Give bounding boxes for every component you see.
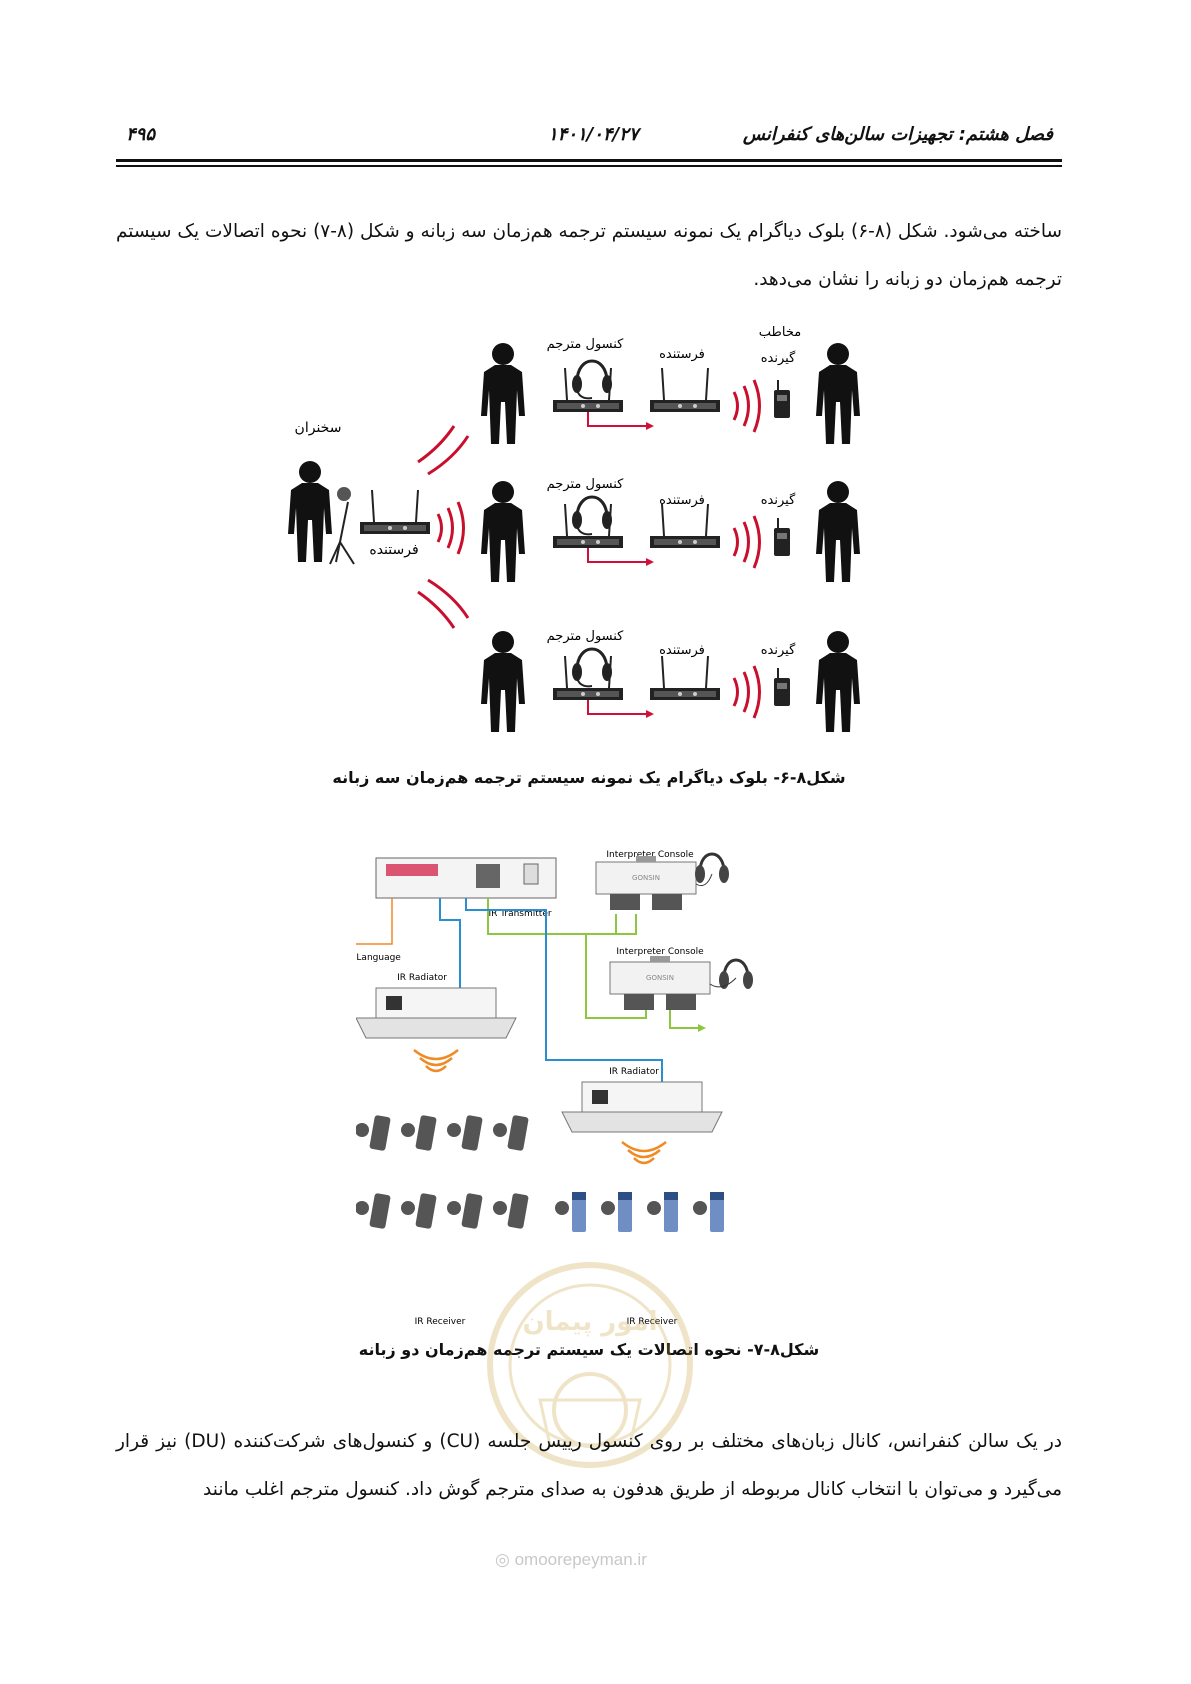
headphones-icon-1 bbox=[693, 852, 731, 885]
ir-receiver-blue bbox=[601, 1192, 632, 1232]
microphone-icon bbox=[329, 487, 355, 565]
interpreter-console-device bbox=[552, 367, 624, 413]
figure-block-diagram: سخنران فرستنده مخاطب کنسول مترجم فرستنده… bbox=[288, 325, 860, 732]
figure-connection-diagram: IR Transmitter Interpreter Console GONSI… bbox=[356, 850, 755, 1327]
interpretation-row-3: کنسول مترجم فرستنده گیرنده bbox=[481, 629, 860, 732]
speaker-wave-icon bbox=[436, 500, 465, 556]
interpretation-row-2: کنسول مترجم فرستنده گیرنده bbox=[481, 477, 860, 582]
ir-transmitter-unit: IR Transmitter bbox=[375, 857, 557, 919]
speaker-transmitter-device bbox=[359, 489, 431, 535]
label-interpreter-console: کنسول مترجم bbox=[547, 629, 625, 644]
console-2-brand: GONSIN bbox=[646, 974, 674, 982]
label-ir-receiver-1: IR Receiver bbox=[415, 1317, 466, 1327]
label-audience: مخاطب bbox=[759, 325, 801, 340]
interpreter-figure bbox=[481, 481, 525, 582]
ir-receiver-grey bbox=[493, 1192, 529, 1230]
label-receiver: گیرنده bbox=[761, 642, 796, 658]
interpreter-console-device bbox=[552, 655, 624, 701]
label-ir-radiator-2: IR Radiator bbox=[609, 1067, 659, 1077]
header-rule-thin bbox=[116, 165, 1062, 167]
label-interpreter-console: کنسول مترجم bbox=[547, 477, 625, 492]
header-date: ۱۴۰۱/۰۴/۲۷ bbox=[548, 124, 639, 145]
paragraph-conference: در یک سالن کنفرانس، کانال زبان‌های مختلف… bbox=[116, 1431, 1062, 1500]
ir-receiver-grey bbox=[356, 1114, 391, 1152]
label-ir-receiver-2: IR Receiver bbox=[627, 1317, 678, 1327]
ir-radiator-1 bbox=[356, 987, 517, 1039]
label-interpreter-console-2: Interpreter Console bbox=[616, 947, 704, 957]
speaker-figure bbox=[288, 461, 332, 562]
interpreter-figure bbox=[481, 343, 525, 444]
label-ir-transmitter: IR Transmitter bbox=[488, 909, 551, 919]
label-ir-radiator-1: IR Radiator bbox=[397, 973, 447, 983]
label-interpreter-console-1: Interpreter Console bbox=[606, 850, 694, 860]
ir-receiver-blue bbox=[693, 1192, 724, 1232]
headphones-icon-2 bbox=[717, 958, 755, 991]
ir-receiver-grey bbox=[447, 1192, 483, 1230]
label-receiver: گیرنده bbox=[761, 350, 796, 366]
transmitter-device bbox=[649, 503, 721, 549]
interpreter-console-device bbox=[552, 503, 624, 549]
ir-receiver-grey bbox=[356, 1192, 391, 1230]
label-speaker: سخنران bbox=[295, 420, 342, 436]
console-1-brand: GONSIN bbox=[632, 874, 660, 882]
speaker-wave-up-icon bbox=[417, 425, 470, 476]
receiver-device bbox=[773, 667, 791, 707]
transmitter-device bbox=[649, 367, 721, 413]
label-receiver: گیرنده bbox=[761, 492, 796, 508]
watermark-url: ◎ omoorepeyman.ir bbox=[495, 1550, 647, 1570]
headset-icon bbox=[570, 359, 614, 400]
wave-icon bbox=[732, 514, 761, 570]
transmitter-device bbox=[649, 655, 721, 701]
figure2-caption: شکل۸-۷- نحوه اتصالات یک سیستم ترجمه هم‌ز… bbox=[358, 1340, 820, 1359]
interpreter-figure bbox=[481, 631, 525, 732]
speaker-wave-down-icon bbox=[417, 578, 470, 629]
watermark-url-text: omoorepeyman.ir bbox=[514, 1550, 647, 1569]
audience-figure bbox=[816, 481, 860, 582]
watermark-globe-icon: ◎ bbox=[495, 1550, 510, 1569]
ir-receiver-grey bbox=[401, 1114, 437, 1152]
wave-icon bbox=[732, 664, 761, 720]
label-transmitter: فرستنده bbox=[659, 643, 705, 658]
receiver-device bbox=[773, 517, 791, 557]
headset-icon bbox=[570, 647, 614, 688]
chapter-title: فصل هشتم: تجهیزات سالن‌های کنفرانس bbox=[742, 124, 1053, 145]
label-interpreter-console: کنسول مترجم bbox=[547, 337, 625, 352]
ir-wave-icon-2 bbox=[620, 1140, 668, 1165]
label-floor-language: Floor Language bbox=[356, 953, 401, 963]
paragraph-intro: ساخته می‌شود. شکل (۸-۶) بلوک دیاگرام یک … bbox=[116, 221, 1062, 290]
interpreter-console-2 bbox=[609, 955, 711, 1011]
figure1-caption: شکل۸-۶- بلوک دیاگرام یک نمونه سیستم ترجم… bbox=[332, 768, 846, 787]
ir-receiver-grey bbox=[447, 1114, 483, 1152]
interpreter-console-1 bbox=[595, 855, 697, 911]
header-rule-thick bbox=[116, 159, 1062, 162]
page-number: ۴۹۵ bbox=[126, 124, 156, 145]
ir-receiver-blue bbox=[647, 1192, 678, 1232]
receiver-device bbox=[773, 379, 791, 419]
audience-figure bbox=[816, 631, 860, 732]
ir-radiator-2 bbox=[561, 1081, 723, 1133]
watermark-logo-text: امور پیمان bbox=[522, 1307, 657, 1337]
label-transmitter: فرستنده bbox=[659, 493, 705, 508]
watermark-logo: امور پیمان bbox=[487, 1262, 693, 1468]
interpretation-row-1: کنسول مترجم فرستنده گیرنده bbox=[481, 337, 860, 444]
label-transmitter: فرستنده bbox=[659, 347, 705, 362]
ir-wave-icon-1 bbox=[412, 1048, 460, 1073]
label-speaker-transmitter: فرستنده bbox=[369, 542, 418, 558]
ir-receiver-grey bbox=[493, 1114, 529, 1152]
wave-icon bbox=[732, 378, 761, 434]
ir-receiver-grey bbox=[401, 1192, 437, 1230]
ir-receiver-blue bbox=[555, 1192, 586, 1232]
headset-icon bbox=[570, 495, 614, 536]
audience-figure bbox=[816, 343, 860, 444]
